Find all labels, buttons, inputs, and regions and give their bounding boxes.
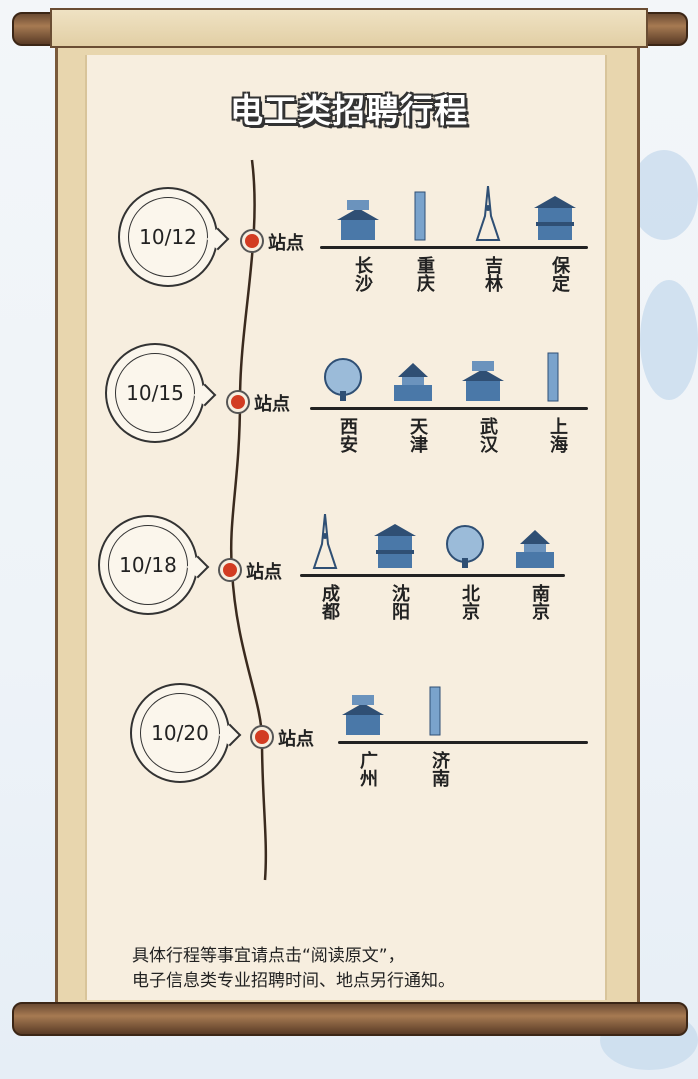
note-line-1: 具体行程等事宜请点击“阅读原文”， [132,946,405,966]
city-label: 西安 [337,417,358,453]
stop-label: 站点 [254,394,290,415]
landmark-icon [374,524,416,568]
timeline-marker [242,231,262,251]
cloud [630,150,698,240]
landmark-icon [475,186,501,241]
date-label: 10/15 [126,381,184,405]
landmark-icon [547,352,559,402]
route-line [300,574,565,577]
top-roller-bar [50,8,648,48]
date-bubble: 10/12 [118,187,218,287]
note-line-2: 电子信息类专业招聘时间、地点另行通知。 [132,971,455,991]
city-label: 南京 [529,584,550,620]
bottom-roller [12,1002,688,1036]
city-label: 北京 [459,584,480,620]
stop-label: 站点 [278,729,314,750]
stop-label: 站点 [246,562,282,583]
timeline-marker [228,392,248,412]
date-label: 10/20 [151,721,209,745]
landmark-icon [324,358,362,401]
route-line [310,407,588,410]
city-label: 天津 [407,417,428,453]
city-label: 长沙 [352,256,373,292]
landmark-icon [429,686,441,736]
landmark-icon [534,196,576,240]
landmark-icon [516,530,554,568]
city-label: 济南 [429,751,450,787]
city-label: 上海 [547,417,568,453]
landmark-icon [312,514,338,569]
date-bubble: 10/18 [98,515,198,615]
landmark-icon [414,191,426,241]
footer-note: 具体行程等事宜请点击“阅读原文”， 电子信息类专业招聘时间、地点另行通知。 [132,944,455,994]
city-label: 吉林 [482,256,503,292]
date-label: 10/18 [119,553,177,577]
city-label: 沈阳 [389,584,410,620]
city-label: 武汉 [477,417,498,453]
landmark-icon [342,695,384,735]
date-bubble: 10/15 [105,343,205,443]
timeline-marker [252,727,272,747]
cloud [640,280,698,400]
city-label: 广州 [357,751,378,787]
city-label: 重庆 [414,256,435,292]
date-bubble: 10/20 [130,683,230,783]
date-label: 10/12 [139,225,197,249]
route-line [338,741,588,744]
city-label: 成都 [319,584,340,620]
landmark-icon [337,200,379,240]
timeline-marker [220,560,240,580]
page-title: 电工类招聘行程 [230,91,468,130]
landmark-icon [446,525,484,568]
landmark-icon [462,361,504,401]
route-line [320,246,588,249]
city-label: 保定 [549,256,570,292]
landmark-icon [394,363,432,401]
stop-label: 站点 [268,233,304,254]
